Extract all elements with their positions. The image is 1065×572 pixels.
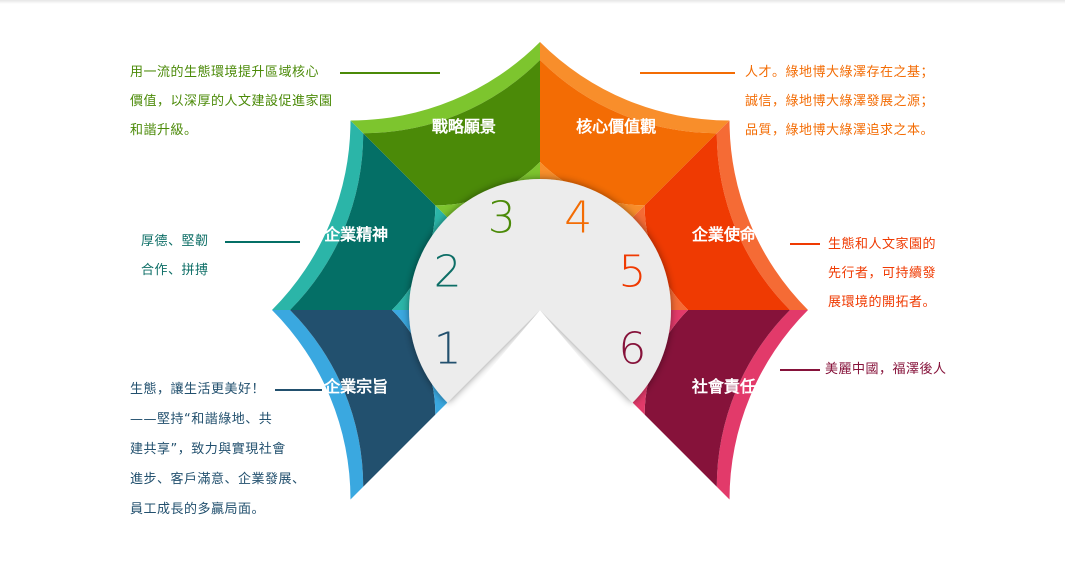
center-wedge xyxy=(455,310,625,411)
segment-3: 戰略願景 xyxy=(350,42,540,218)
segment-number: 2 xyxy=(434,247,462,298)
outer-ring-arc xyxy=(716,120,808,310)
segment-number: 6 xyxy=(618,323,646,374)
inner-ring-arc xyxy=(392,205,448,310)
segment-body xyxy=(644,310,790,487)
segment-5: 企業使命 xyxy=(632,120,808,310)
segment-1: 企業宗旨 xyxy=(272,310,448,500)
segment-number: 1 xyxy=(434,323,462,374)
note-line: 展環境的開拓者。 xyxy=(828,295,937,310)
note-line: 員工成長的多贏局面。 xyxy=(130,502,266,517)
segment-number: 4 xyxy=(564,193,592,244)
note-line: 先行者，可持續發 xyxy=(828,266,937,281)
inner-ring-arc xyxy=(632,205,688,310)
note-core-values: 人才。綠地博大綠澤存在之基； 誠信，綠地博大綠澤發展之源； 品質，綠地博大綠澤追… xyxy=(745,58,934,145)
note-line: 人才。綠地博大綠澤存在之基； xyxy=(745,65,935,80)
note-line: 生態和人文家園的 xyxy=(828,237,937,252)
note-line: 美麗中國，福澤後人 xyxy=(825,362,947,377)
top-shadow xyxy=(0,0,1065,4)
segment-body xyxy=(290,133,436,310)
inner-ring-arc xyxy=(540,162,645,218)
outer-ring-arc xyxy=(350,42,540,134)
note-line: 誠信，綠地博大綠澤發展之源； xyxy=(745,94,935,109)
note-line: 厚德、堅韌 xyxy=(141,234,209,249)
note-enterprise-spirit: 厚德、堅韌 合作、拼搏 xyxy=(141,227,209,285)
segment-number: 5 xyxy=(618,247,646,298)
note-strategic-vision: 用一流的生態環境提升區域核心 價值，以深厚的人文建設促進家園 和諧升級。 xyxy=(130,58,333,145)
note-line: 品質，綠地博大綠澤追求之本。 xyxy=(745,123,935,138)
center-disk xyxy=(409,178,671,403)
note-line: 和諧升級。 xyxy=(130,123,198,138)
segment-title: 戰略願景 xyxy=(432,117,496,136)
note-line: 生態，讓生活更美好！ xyxy=(130,382,266,397)
segment-body xyxy=(644,133,790,310)
note-enterprise-mission: 生態和人文家園的 先行者，可持續發 展環境的開拓者。 xyxy=(828,230,936,317)
segment-2: 企業精神 xyxy=(272,120,448,310)
segment-title: 企業使命 xyxy=(691,225,757,244)
inner-ring-arc xyxy=(392,310,448,415)
note-line: 建共享”，致力與實現社會 xyxy=(130,442,286,457)
inner-ring-arc xyxy=(435,162,540,218)
note-line: 進步、客戶滿意、企業發展、 xyxy=(130,472,306,487)
outer-ring-arc xyxy=(716,310,808,500)
segment-6: 社會責任 xyxy=(632,310,808,500)
segment-body xyxy=(540,60,717,206)
note-social-responsibility: 美麗中國，福澤後人 xyxy=(825,355,947,384)
segment-title: 企業宗旨 xyxy=(323,377,388,396)
outer-ring-arc xyxy=(540,42,730,134)
note-line: 合作、拼搏 xyxy=(141,263,209,278)
segment-4: 核心價值觀 xyxy=(540,42,730,218)
segment-title: 核心價值觀 xyxy=(576,117,656,136)
inner-ring-arc xyxy=(632,310,688,415)
segment-title: 社會責任 xyxy=(691,377,756,396)
note-line: 價值，以深厚的人文建設促進家園 xyxy=(130,94,333,109)
note-line: 用一流的生態環境提升區域核心 xyxy=(130,65,320,80)
segment-title: 企業精神 xyxy=(323,225,388,244)
note-line: ——堅持“和諧綠地、共 xyxy=(130,412,273,427)
outer-ring-arc xyxy=(272,310,364,500)
segment-body xyxy=(363,60,540,206)
segment-body xyxy=(290,310,436,487)
note-enterprise-purpose: 生態，讓生活更美好！ ——堅持“和諧綠地、共 建共享”，致力與實現社會 進步、客… xyxy=(130,375,306,525)
outer-ring-arc xyxy=(272,120,364,310)
segment-number: 3 xyxy=(488,193,516,244)
